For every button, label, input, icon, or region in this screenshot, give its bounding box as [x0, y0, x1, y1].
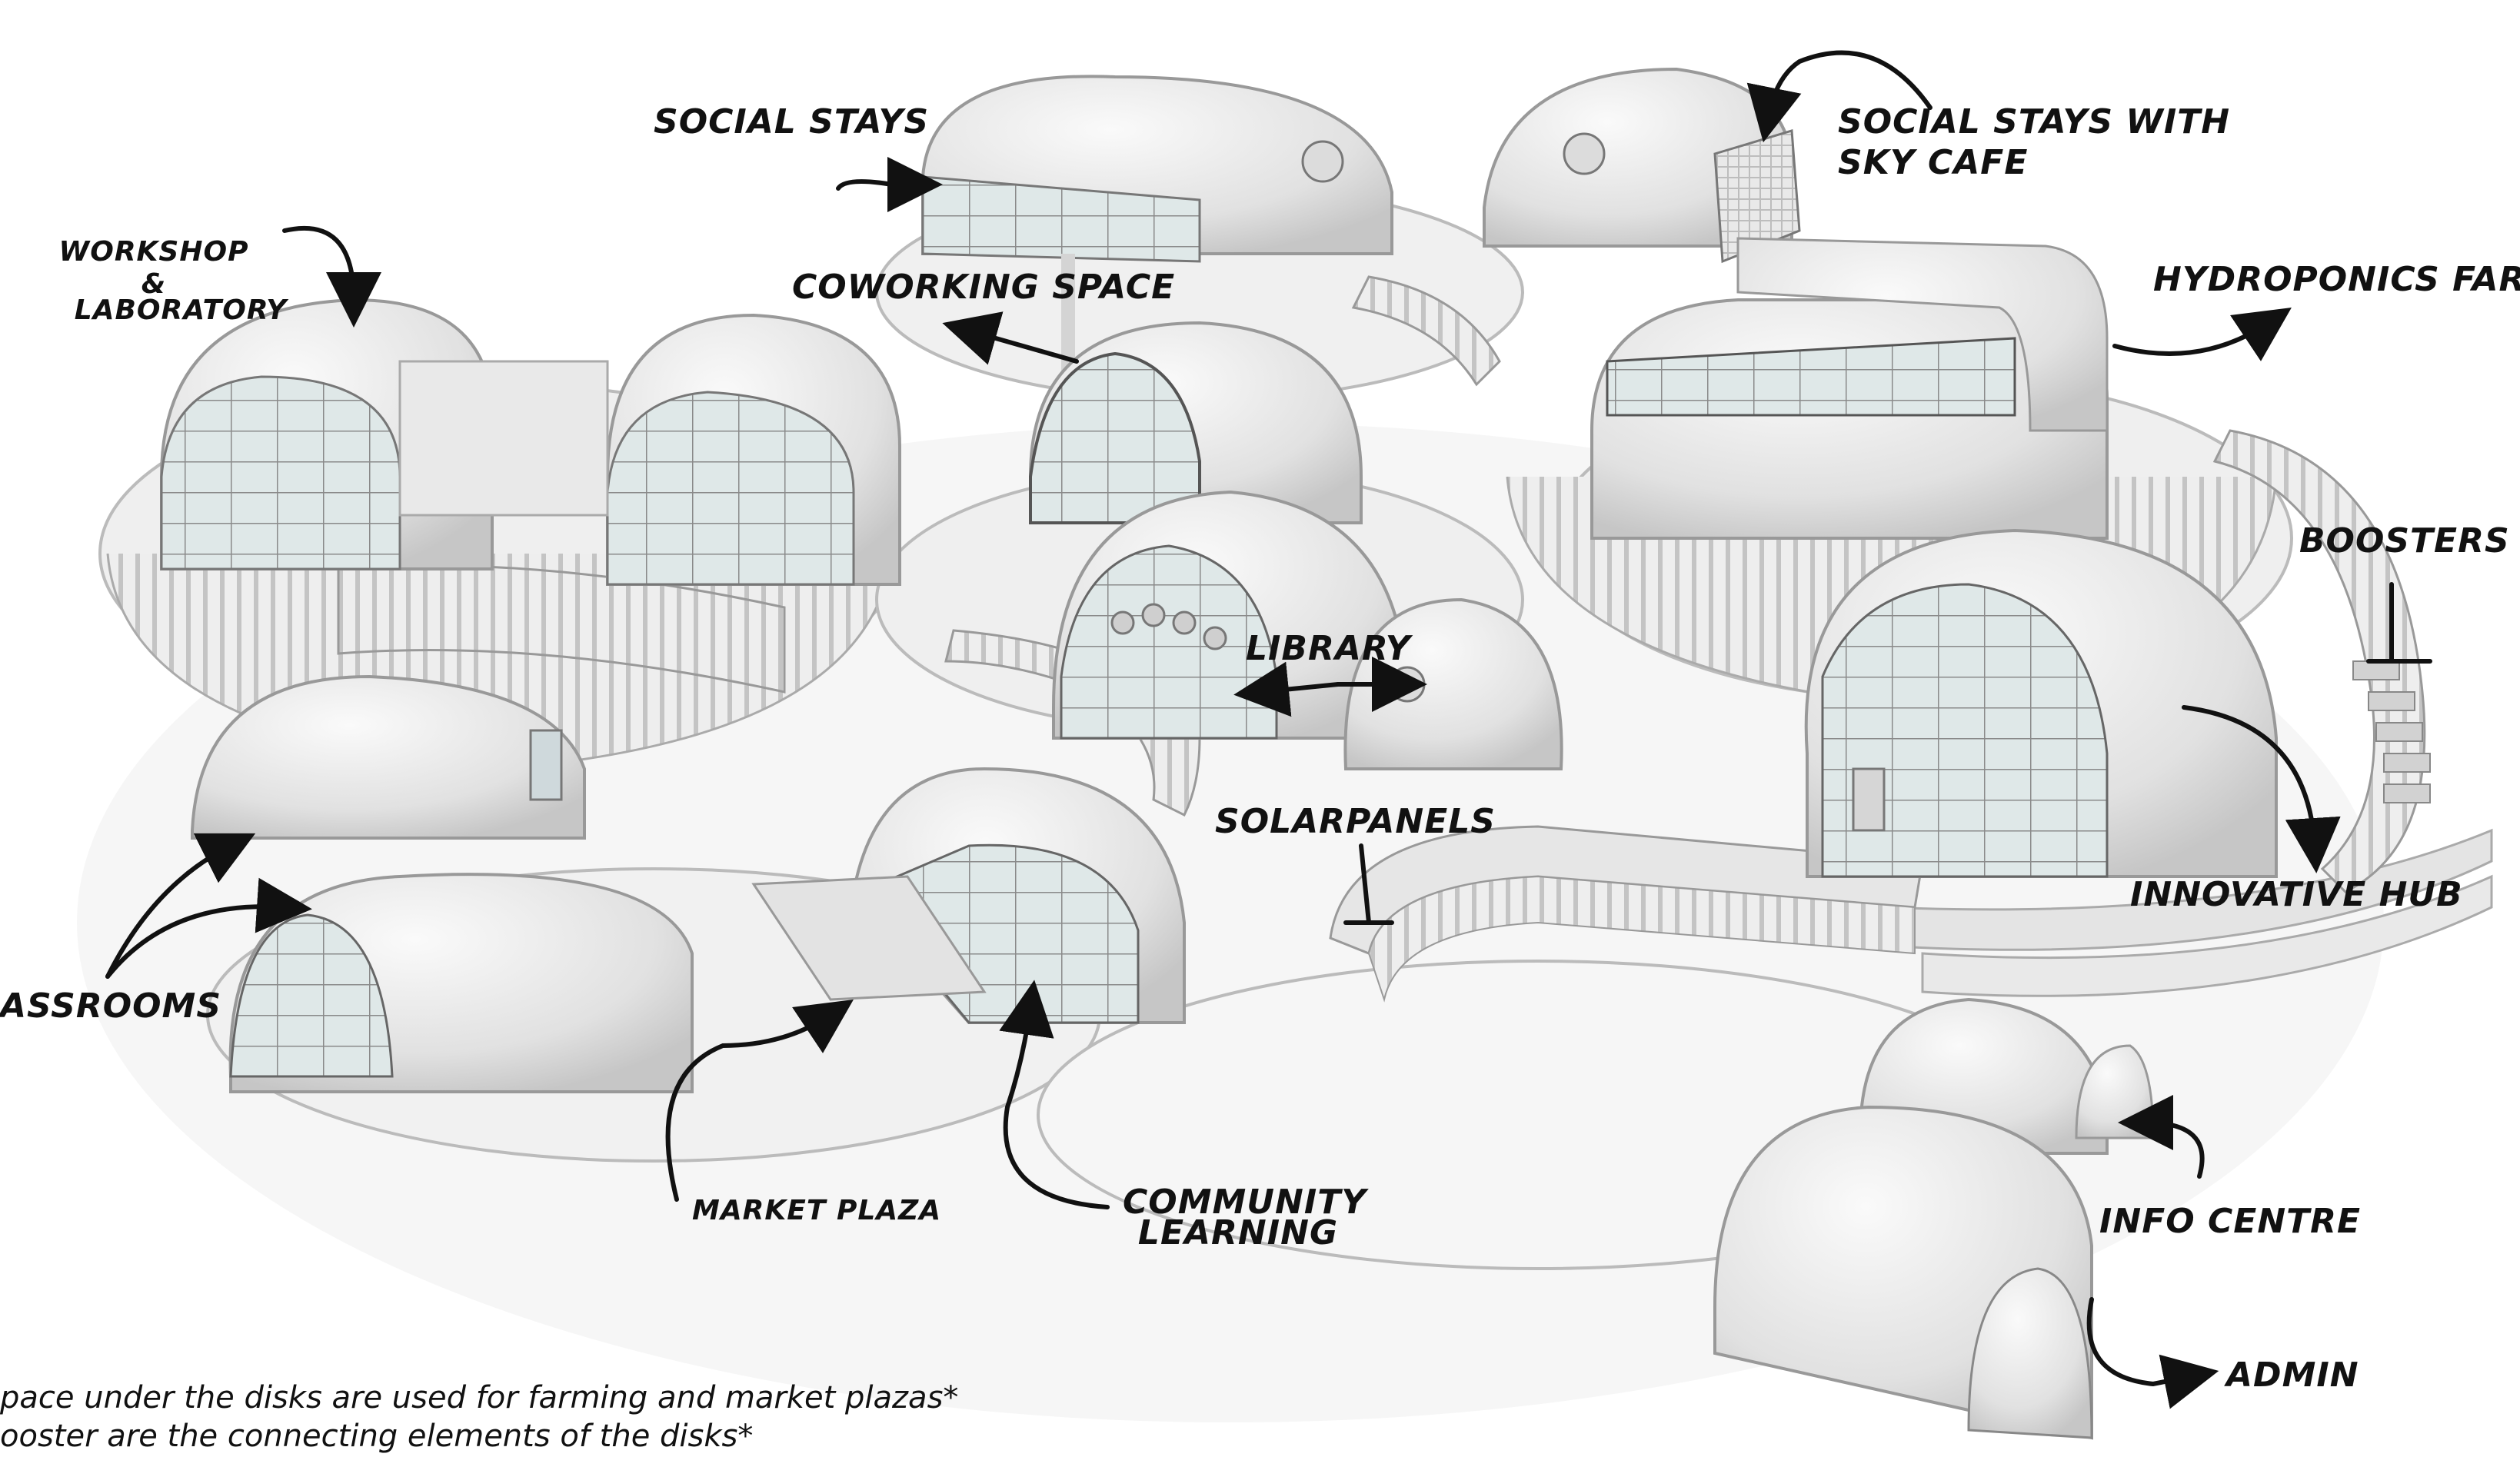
- arrow-hydroponics: [2115, 323, 2269, 354]
- footnote-line1: pace under the disks are used for farmin…: [0, 1380, 958, 1415]
- label-classrooms: ASSROOMS: [0, 988, 221, 1025]
- label-boosters: BOOSTERS: [2299, 523, 2510, 560]
- footnote-line2: ooster are the connecting elements of th…: [0, 1419, 753, 1454]
- arrow-workshop: [285, 228, 354, 300]
- pod-social-stays-sky-cafe: [1484, 69, 1799, 261]
- arrow-admin: [2089, 1299, 2192, 1384]
- label-workshop-line3: LABORATORY: [54, 295, 308, 326]
- label-library: LIBRARY: [1246, 630, 1411, 667]
- label-community-line2: LEARNING: [1123, 1215, 1353, 1252]
- label-info-centre: INFO CENTRE: [2099, 1203, 2361, 1240]
- label-workshop-line1: WORKSHOP: [54, 237, 254, 268]
- label-hydroponics-farm: HYDROPONICS FARM: [2153, 261, 2520, 298]
- label-admin: ADMIN: [2226, 1357, 2359, 1394]
- pod-hydroponics-farm: [1592, 238, 2107, 538]
- label-coworking-space: COWORKING SPACE: [792, 269, 1175, 306]
- pod-admin: [1715, 1107, 2092, 1438]
- label-social-stays-sky-cafe-line1: SOCIAL STAYS WITH: [1838, 104, 2230, 141]
- label-solarpanels: SOLARPANELS: [1215, 803, 1496, 840]
- arrow-social-stays: [838, 181, 915, 188]
- label-innovative-hub: INNOVATIVE HUB: [2130, 877, 2463, 913]
- label-social-stays-sky-cafe-line2: SKY CAFE: [1838, 145, 2028, 181]
- label-market-plaza: MARKET PLAZA: [692, 1196, 941, 1226]
- label-social-stays: SOCIAL STAYS: [654, 104, 929, 141]
